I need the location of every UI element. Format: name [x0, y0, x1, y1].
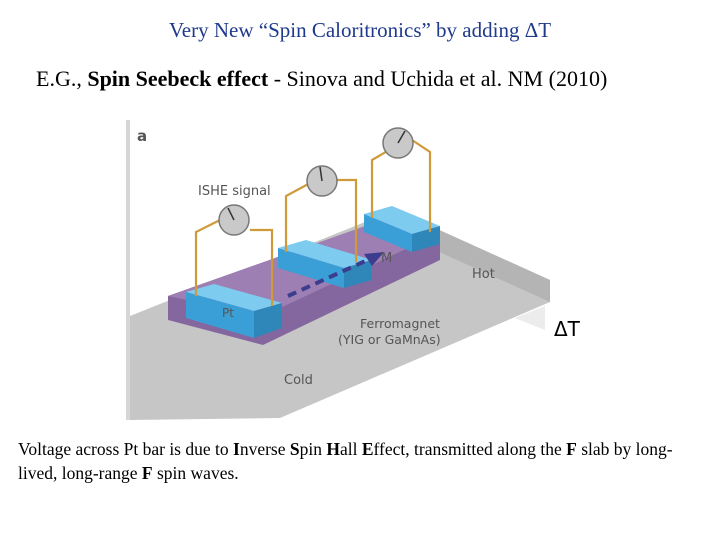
ferromagnet-material-label: (YIG or GaMnAs): [338, 332, 441, 347]
slide-title: Very New “Spin Caloritronics” by adding …: [168, 18, 552, 42]
subtitle-suffix: - Sinova and Uchida et al. NM (2010): [268, 66, 608, 91]
caption-text-3: pin: [299, 439, 327, 459]
caption-bold-5: F: [566, 439, 577, 459]
cold-label: Cold: [284, 373, 313, 388]
caption-bold-1: I: [233, 439, 240, 459]
caption-text-2: nverse: [239, 439, 290, 459]
slide-subtitle: E.G., Spin Seebeck effect - Sinova and U…: [36, 66, 607, 92]
spin-seebeck-figure: a ISHE signal Pt M Hot Cold Ferromagnet …: [0, 110, 720, 430]
delta-t-label: ΔT: [554, 317, 581, 341]
caption-text-7: spin waves.: [152, 463, 239, 483]
pt-bar-front: [186, 284, 282, 338]
spin-seebeck-diagram: a ISHE signal Pt M Hot Cold Ferromagnet …: [126, 120, 581, 420]
caption-bold-6: F: [141, 463, 153, 483]
ishe-signal-label: ISHE signal: [198, 184, 271, 199]
pt-bar-back: [364, 206, 440, 252]
voltmeter-middle: [306, 165, 338, 197]
subtitle-bold: Spin Seebeck effect: [87, 66, 269, 91]
caption-text-6: slab by long-lived, long-range: [18, 439, 673, 483]
panel-label: a: [137, 127, 147, 145]
voltmeter-front: [218, 204, 250, 236]
ferromagnet-label: Ferromagnet: [360, 316, 440, 331]
caption-bold-2: S: [289, 439, 300, 459]
pt-bar-middle: [278, 240, 372, 288]
cold-plate: [130, 210, 550, 420]
magnetization-label: M: [381, 251, 392, 266]
figure-caption: Voltage across Pt bar is due to Inverse …: [18, 437, 708, 485]
figure-edge: [126, 120, 130, 420]
magnetization-arrow: [287, 252, 384, 298]
caption-text-4: all: [339, 439, 362, 459]
hot-label: Hot: [472, 267, 495, 282]
pt-label: Pt: [222, 306, 234, 320]
caption-text-1: Voltage across Pt bar is due to: [18, 439, 233, 459]
caption-bold-4: E: [361, 439, 374, 459]
voltmeter-back: [382, 127, 414, 159]
delta-t-pointer: [515, 306, 545, 330]
caption-bold-3: H: [326, 439, 340, 459]
subtitle-prefix: E.G.,: [36, 66, 88, 91]
caption-text-5: ffect, transmitted along the: [373, 439, 567, 459]
